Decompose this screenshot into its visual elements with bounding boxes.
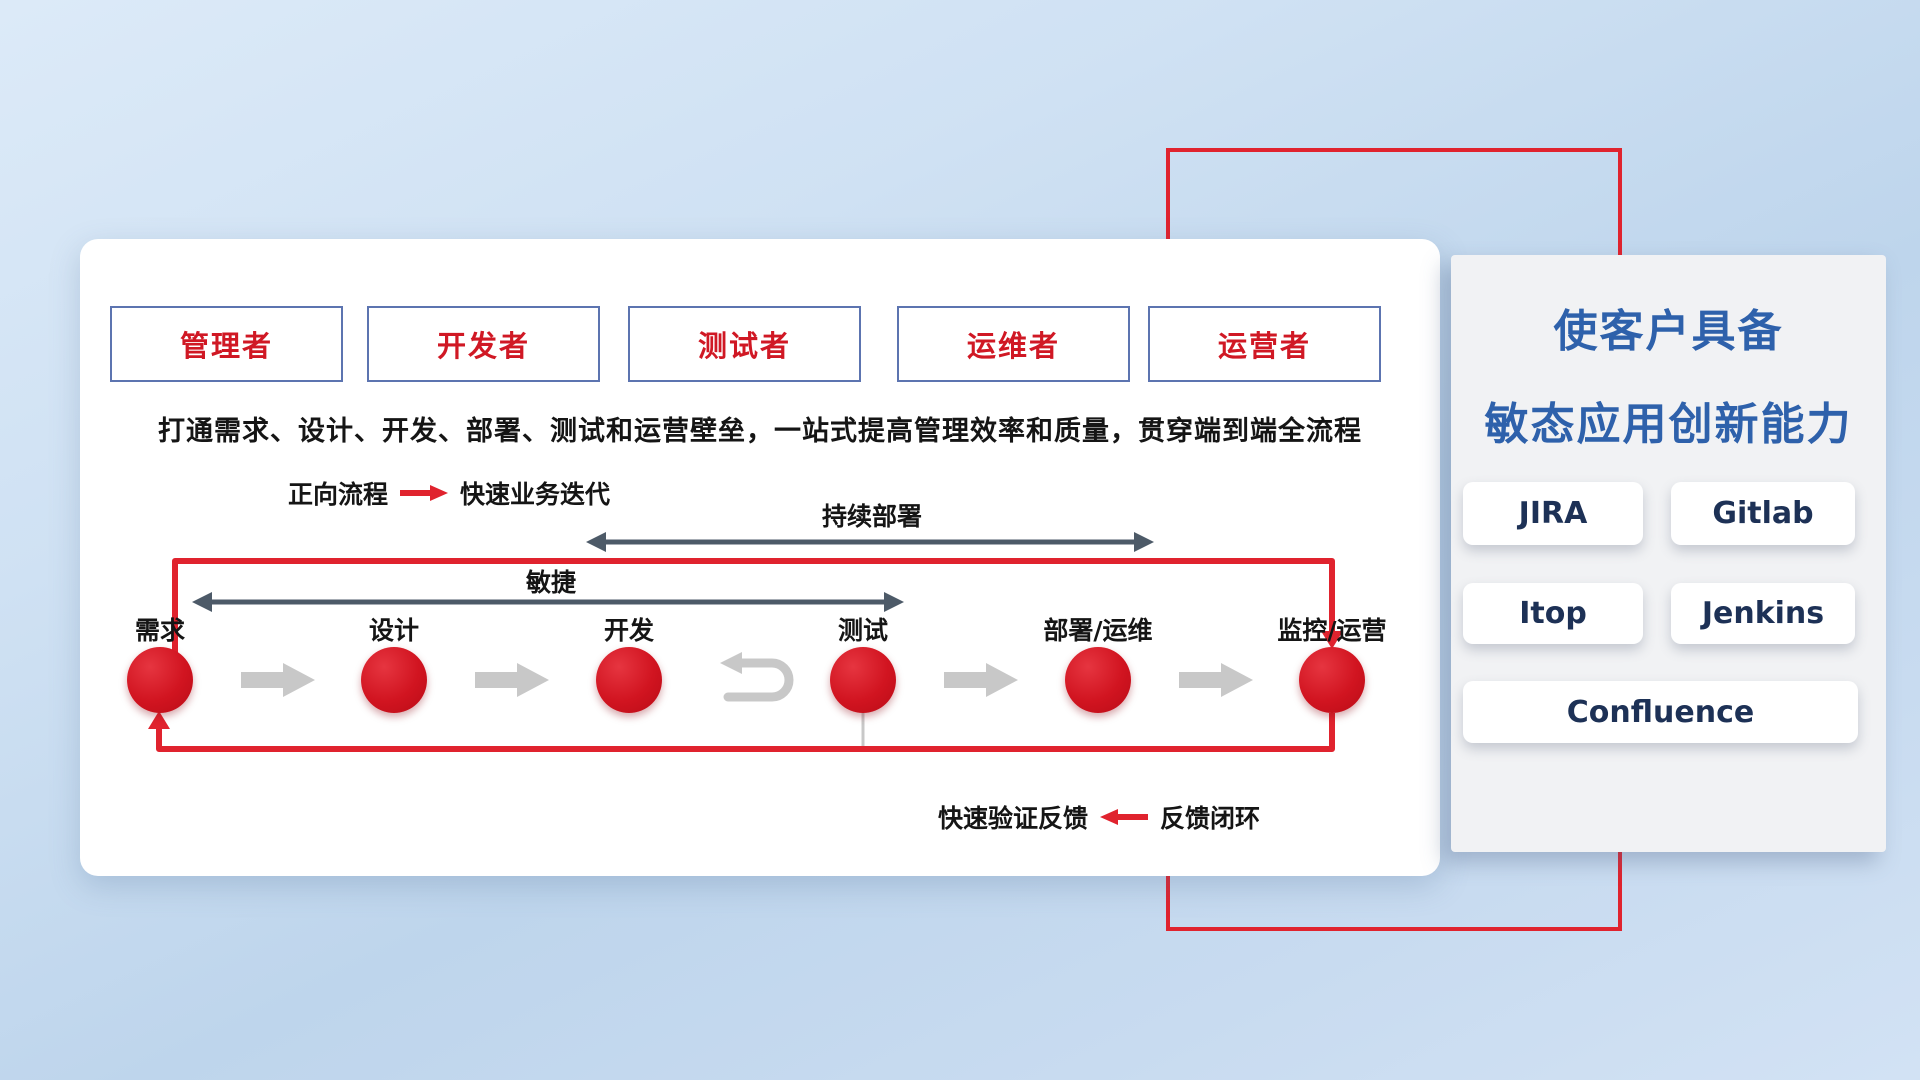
- flow-arrow-icon: [1179, 663, 1253, 697]
- stage-circle-development: [596, 647, 662, 713]
- stage-circle-deploy-ops: [1065, 647, 1131, 713]
- panel-title-line1: 使客户具备: [1553, 306, 1784, 357]
- panel-title-line2: 敏态应用创新能力: [1484, 399, 1853, 450]
- role-box-developer: 开发者: [367, 306, 600, 382]
- flow-arrow-icon: [475, 663, 549, 697]
- stage-label-monitor-operate: 监控/运营: [1277, 616, 1387, 645]
- tool-box-gitlab: Gitlab: [1671, 482, 1855, 545]
- flow-arrow-icon: [944, 663, 1018, 697]
- forward-legend-value: 快速业务迭代: [460, 480, 611, 509]
- card-description: 打通需求、设计、开发、部署、测试和运营壁垒，一站式提高管理效率和质量，贯穿端到端…: [158, 416, 1362, 447]
- role-box-ops: 运维者: [897, 306, 1130, 382]
- tool-box-jenkins: Jenkins: [1671, 583, 1855, 644]
- devops-flow-card: 管理者 开发者 测试者 运维者 运营者 打通需求、设计、开发、部署、测试和运营壁…: [80, 239, 1440, 876]
- stage-label-requirements: 需求: [134, 616, 185, 645]
- agile-span-arrow: [192, 592, 904, 612]
- role-box-manager: 管理者: [110, 306, 343, 382]
- flow-arrow-icon: [241, 663, 315, 697]
- flow-diagram-canvas: [148, 532, 1343, 752]
- tool-box-jira: JIRA: [1463, 482, 1643, 545]
- stage-circle-testing: [830, 647, 896, 713]
- loop-arrow-icon: [720, 652, 794, 702]
- stage-circle-monitor-operate: [1299, 647, 1365, 713]
- role-label: 测试者: [697, 329, 791, 363]
- stage-label-testing: 测试: [837, 616, 888, 645]
- role-box-operator: 运营者: [1148, 306, 1381, 382]
- down-arrowhead-icon: [1321, 631, 1343, 649]
- forward-arrow-icon: [400, 485, 449, 501]
- tool-box-itop: Itop: [1463, 583, 1643, 644]
- role-label: 开发者: [436, 329, 530, 363]
- continuous-deploy-label: 持续部署: [821, 502, 922, 531]
- role-box-tester: 测试者: [628, 306, 861, 382]
- feedback-legend-value: 反馈闭环: [1160, 804, 1261, 833]
- stage-label-development: 开发: [603, 616, 654, 645]
- feedback-arrow-icon: [1100, 809, 1149, 825]
- feedback-legend-label: 快速验证反馈: [938, 804, 1089, 833]
- stage-label-deploy-ops: 部署/运维: [1043, 616, 1153, 645]
- tool-box-confluence: Confluence: [1463, 681, 1858, 743]
- legend-feedback: 快速验证反馈 反馈闭环: [938, 799, 1260, 835]
- stage-label-design: 设计: [368, 616, 419, 645]
- agile-label: 敏捷: [525, 568, 576, 597]
- legend-forward: 正向流程 快速业务迭代: [288, 475, 610, 511]
- stage-circle-design: [361, 647, 427, 713]
- role-label: 管理者: [179, 329, 273, 363]
- red-forward-loop-line: [172, 558, 1343, 654]
- forward-legend-label: 正向流程: [288, 480, 389, 509]
- role-label: 运营者: [1217, 329, 1311, 363]
- capability-panel: 使客户具备 敏态应用创新能力 JIRA Gitlab Itop Jenkins …: [1451, 255, 1886, 852]
- continuous-deploy-span-arrow: [586, 532, 1154, 552]
- red-feedback-loop-line: [148, 711, 1335, 752]
- role-label: 运维者: [966, 329, 1060, 363]
- up-arrowhead-icon: [148, 711, 170, 729]
- stage-circle-requirements: [127, 647, 193, 713]
